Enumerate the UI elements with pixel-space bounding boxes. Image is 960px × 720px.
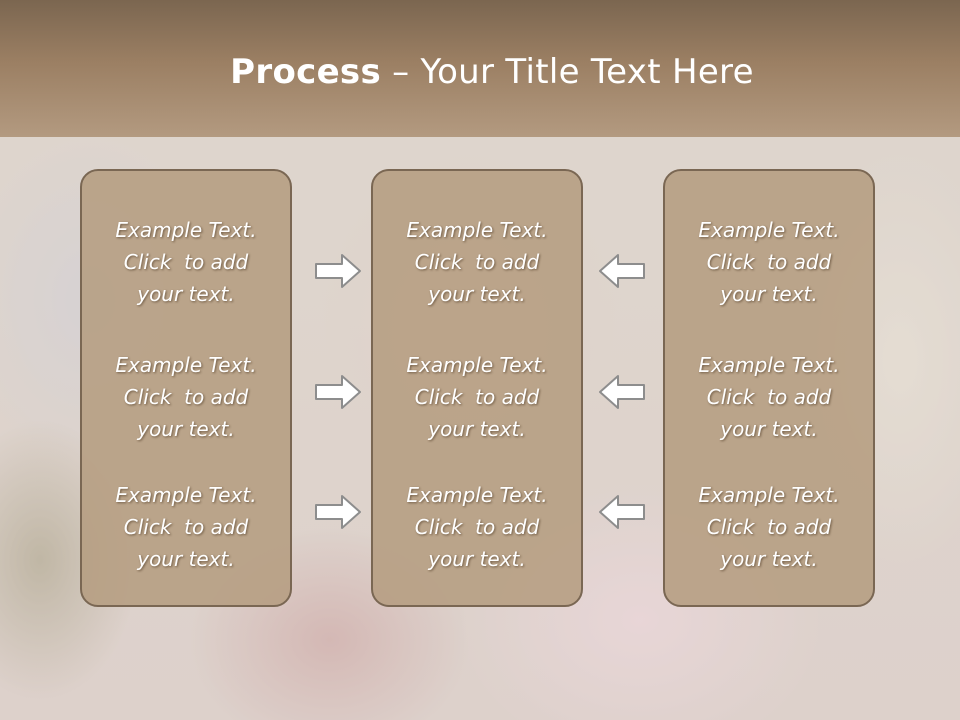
title-rest: – Your Title Text Here (381, 52, 754, 92)
text-line: your text. (428, 282, 526, 306)
text-line: Click to add (706, 385, 832, 409)
text-block[interactable]: Example Text. Click to add your text. (82, 479, 290, 575)
text-line: Click to add (706, 250, 832, 274)
left-column-box[interactable]: Example Text. Click to add your text. Ex… (80, 169, 292, 607)
text-line: your text. (137, 282, 235, 306)
text-line: Example Text. (115, 483, 257, 507)
text-line: Example Text. (406, 353, 548, 377)
text-block[interactable]: Example Text. Click to add your text. (82, 349, 290, 445)
text-block[interactable]: Example Text. Click to add your text. (665, 349, 873, 445)
text-line: Example Text. (115, 218, 257, 242)
text-line: Example Text. (115, 353, 257, 377)
text-line: Example Text. (406, 483, 548, 507)
arrow-left-icon (599, 254, 645, 288)
text-line: Click to add (123, 250, 249, 274)
text-line: your text. (720, 417, 818, 441)
text-line: Example Text. (698, 353, 840, 377)
text-line: Click to add (414, 385, 540, 409)
text-line: Example Text. (698, 218, 840, 242)
text-block[interactable]: Example Text. Click to add your text. (82, 214, 290, 310)
arrow-left-icon (599, 495, 645, 529)
text-block[interactable]: Example Text. Click to add your text. (373, 349, 581, 445)
arrow-right-icon (315, 495, 361, 529)
arrow-right-icon (315, 254, 361, 288)
text-block[interactable]: Example Text. Click to add your text. (665, 479, 873, 575)
text-line: your text. (720, 282, 818, 306)
text-line: Click to add (706, 515, 832, 539)
arrow-right-icon (315, 375, 361, 409)
text-line: your text. (428, 547, 526, 571)
text-line: your text. (428, 417, 526, 441)
text-line: your text. (137, 417, 235, 441)
center-column-box[interactable]: Example Text. Click to add your text. Ex… (371, 169, 583, 607)
text-line: Click to add (414, 250, 540, 274)
arrow-left-icon (599, 375, 645, 409)
text-line: Click to add (414, 515, 540, 539)
text-line: your text. (720, 547, 818, 571)
text-line: your text. (137, 547, 235, 571)
right-column-box[interactable]: Example Text. Click to add your text. Ex… (663, 169, 875, 607)
text-line: Example Text. (406, 218, 548, 242)
title-bar: Process – Your Title Text Here (0, 0, 960, 137)
text-line: Example Text. (698, 483, 840, 507)
text-block[interactable]: Example Text. Click to add your text. (373, 479, 581, 575)
text-block[interactable]: Example Text. Click to add your text. (665, 214, 873, 310)
text-block[interactable]: Example Text. Click to add your text. (373, 214, 581, 310)
slide-title[interactable]: Process – Your Title Text Here (0, 52, 960, 92)
text-line: Click to add (123, 385, 249, 409)
text-line: Click to add (123, 515, 249, 539)
title-bold: Process (230, 52, 382, 92)
